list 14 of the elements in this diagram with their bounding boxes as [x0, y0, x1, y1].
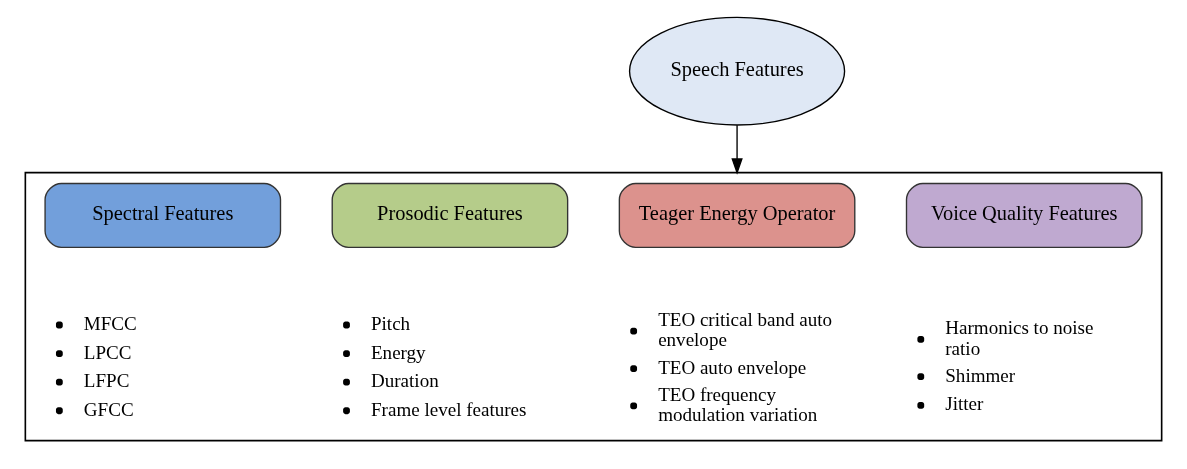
node-label: Shimmer: [945, 364, 1016, 386]
node-label: Energy: [371, 341, 426, 363]
node-label: Duration: [371, 370, 439, 392]
node-label: Harmonics to noise ratio: [945, 317, 1094, 359]
node-label: LFPC: [83, 370, 130, 392]
node-label: TEO auto envelope: [658, 356, 807, 378]
node-label: Frame level features: [371, 398, 527, 420]
node-label: Pitch: [371, 313, 411, 335]
node-label: MFCC: [83, 313, 137, 335]
node-label: GFCC: [83, 398, 134, 420]
node-label: TEO frequency modulation variation: [658, 383, 818, 426]
node-label: TEO critical band auto envelope: [658, 308, 833, 351]
node-label: Jitter: [945, 393, 984, 415]
node-label: LPCC: [83, 341, 132, 363]
